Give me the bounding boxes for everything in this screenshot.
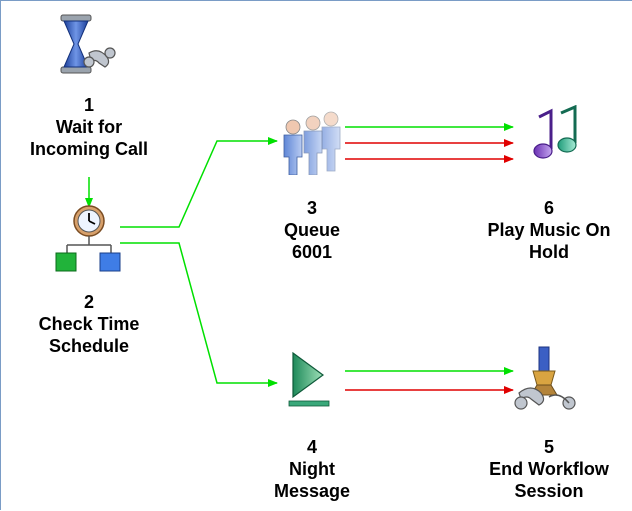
node-title-line: Session [514,481,584,501]
node-4-label: 4 Night Message [274,436,350,502]
node-title-line: Check Time [38,314,140,334]
node-title-line: 6001 [291,242,333,262]
queue-people-icon [283,111,341,175]
node-title-line: Message [273,481,351,501]
node-3-label: 3 Queue 6001 [284,197,340,263]
node-number: 6 [543,198,555,218]
node-number: 5 [543,437,555,457]
end-session-icon [514,346,576,410]
node-6-label: 6 Play Music On Hold [487,197,610,263]
node-title-line: Incoming Call [29,139,149,159]
node-number: 4 [306,437,318,457]
hourglass-phone-icon [60,14,116,74]
clock-schedule-icon [55,205,121,272]
node-title-line: Wait for [55,117,123,137]
node-title-line: Queue [283,220,341,240]
node-2-label: 2 Check Time Schedule [39,291,140,357]
wire-2-to-4[interactable] [120,242,278,387]
node-5-label: 5 End Workflow Session [489,436,609,502]
node-number: 2 [83,292,94,312]
play-message-icon [288,351,330,407]
node-1-label: 1 Wait for Incoming Call [30,94,148,160]
node-title-line: Schedule [48,336,130,356]
node-number: 3 [306,198,318,218]
node-number: 1 [83,95,95,115]
node-title-line: End Workflow [489,459,609,479]
wire-2-to-3[interactable] [120,137,278,228]
music-notes-icon [533,105,577,159]
node-title-line: Night [289,459,335,479]
node-title-line: Play Music On [487,220,611,240]
node-title-line: Hold [528,242,569,262]
